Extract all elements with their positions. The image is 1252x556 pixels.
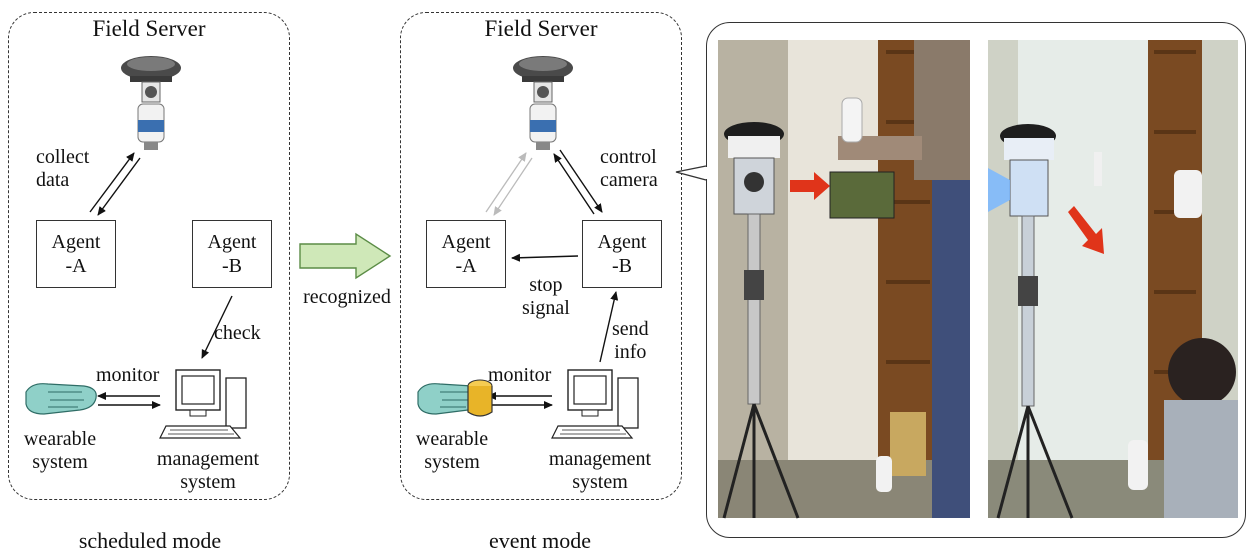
collect-data-label: collect data bbox=[36, 146, 90, 191]
scheduled-mode-caption: scheduled mode bbox=[78, 528, 222, 553]
recognized-arrow-icon bbox=[299, 232, 392, 280]
event-wearable-glove-icon bbox=[417, 379, 493, 417]
scheduled-agent-a-box: Agent -A bbox=[36, 220, 116, 288]
event-agent-a-box: Agent -A bbox=[426, 220, 506, 288]
recognized-label: recognized bbox=[303, 286, 391, 308]
send-info-label: send info bbox=[612, 318, 649, 363]
scheduled-management-label: management system bbox=[156, 448, 260, 493]
event-mode-panel bbox=[400, 12, 682, 500]
scheduled-monitor-label: monitor bbox=[96, 364, 160, 386]
stop-signal-label: stop signal bbox=[522, 274, 570, 319]
event-agent-b-box: Agent -B bbox=[582, 220, 662, 288]
scheduled-computer-icon bbox=[159, 369, 247, 439]
scheduled-wearable-label: wearable system bbox=[23, 428, 97, 473]
scheduled-agent-b-box: Agent -B bbox=[192, 220, 272, 288]
photo-camera-flash bbox=[988, 40, 1238, 519]
scheduled-field-server-icon bbox=[121, 56, 181, 150]
scheduled-field-server-title: Field Server bbox=[92, 16, 206, 41]
event-mode-caption: event mode bbox=[488, 528, 592, 553]
photo-camera-pointing bbox=[718, 40, 970, 519]
scheduled-wearable-glove-icon bbox=[25, 383, 97, 415]
scheduled-mode-panel bbox=[8, 12, 290, 500]
check-label: check bbox=[214, 322, 261, 344]
event-monitor-label: monitor bbox=[488, 364, 552, 386]
event-wearable-label: wearable system bbox=[415, 428, 489, 473]
event-field-server-icon bbox=[513, 56, 573, 150]
control-camera-label: control camera bbox=[600, 146, 658, 191]
event-computer-icon bbox=[551, 369, 639, 439]
event-field-server-title: Field Server bbox=[484, 16, 598, 41]
event-management-label: management system bbox=[548, 448, 652, 493]
